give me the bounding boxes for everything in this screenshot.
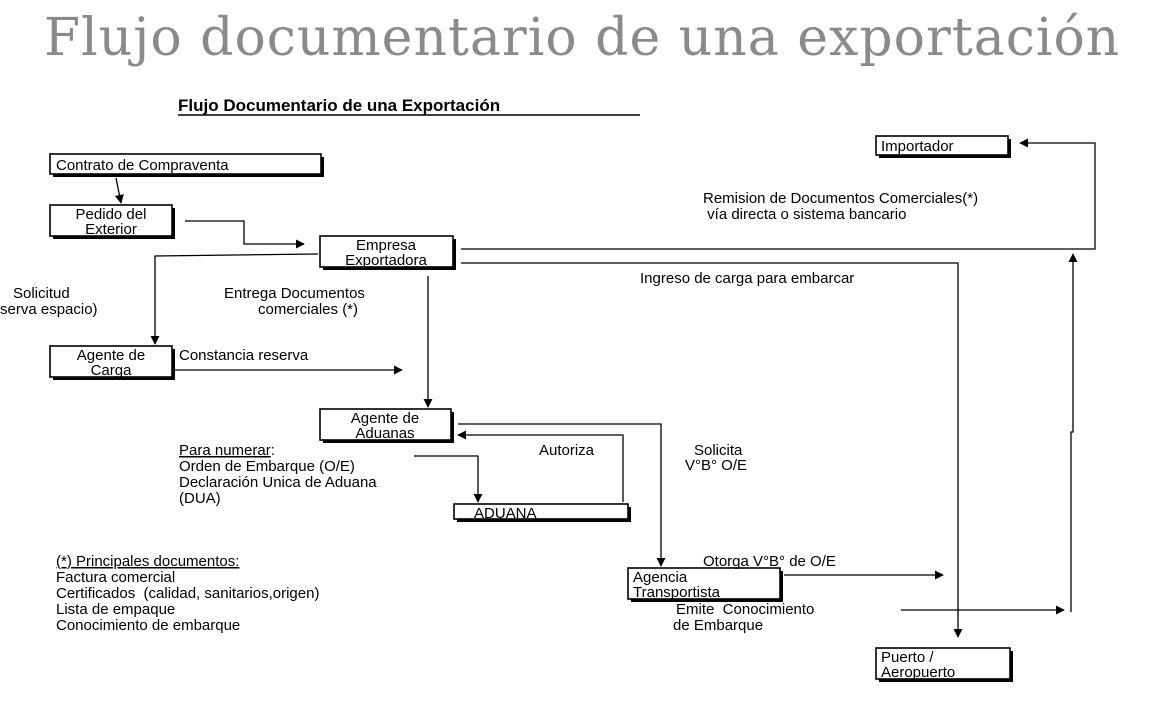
box-importador-label: Importador: [881, 138, 954, 155]
arrow-aduana-autoriza: [457, 430, 624, 502]
diagram-title: Flujo Documentario de una Exportación: [178, 96, 500, 115]
arrow-aduanas-to-agencia: [458, 423, 666, 567]
box-contrato: Contrato de Compraventa: [49, 153, 324, 177]
principales-item: Certificados (calidad, sanitarios,origen…: [56, 585, 319, 602]
box-pedido-label-2: Exterior: [85, 221, 137, 238]
arrow-empresa-to-agente-carga: [150, 253, 319, 345]
box-agente-carga-label-1: Agente de: [77, 347, 145, 364]
label-emite-1: Emite Conocimiento: [676, 601, 814, 618]
arrow-aduanas-to-aduana: [414, 455, 483, 503]
box-agencia-label-1: Agencia: [633, 569, 688, 586]
box-agencia: Agencia Transportista: [627, 567, 783, 602]
box-agente-aduanas: Agente de Aduanas: [319, 408, 454, 443]
arrow-empresa-to-puerto: [461, 262, 963, 638]
box-agente-aduanas-label-1: Agente de: [351, 410, 419, 427]
label-emite-2: de Embarque: [673, 617, 763, 634]
slide-title: Flujo documentario de una exportación: [44, 8, 1121, 68]
box-contrato-label: Contrato de Compraventa: [56, 157, 229, 174]
para-numerar-item: (DUA): [179, 490, 221, 507]
box-agencia-label-2: Transportista: [633, 584, 721, 601]
label-solicita-1: Solicita: [694, 442, 743, 459]
label-solicita-2: V°B° O/E: [685, 457, 747, 474]
label-solicitud-2: serva espacio): [0, 301, 98, 318]
box-empresa-label-2: Exportadora: [345, 252, 427, 269]
box-agente-carga: Agente de Carga: [49, 345, 175, 380]
box-empresa-label-1: Empresa: [356, 237, 417, 254]
arrow-return-up: [1068, 253, 1078, 612]
principales-item: Conocimiento de embarque: [56, 617, 240, 634]
box-agente-carga-label-2: Carga: [91, 362, 133, 379]
label-autoriza: Autoriza: [539, 442, 595, 459]
label-remision-2: vía directa o sistema bancario: [703, 206, 906, 223]
label-remision-1: Remision de Documentos Comerciales(*): [703, 190, 978, 207]
arrow-empresa-to-importador: [461, 138, 1096, 250]
arrow-contrato-to-pedido: [114, 177, 124, 204]
label-otorga-vb: Otorga V°B° de O/E: [703, 553, 836, 570]
box-puerto-label-1: Puerto /: [881, 649, 934, 666]
para-numerar-item: Orden de Embarque (O/E): [179, 458, 355, 475]
label-entrega-1: Entrega Documentos: [224, 285, 365, 302]
box-puerto: Puerto / Aeropuerto: [875, 647, 1013, 682]
para-numerar-heading: Para numerar:: [179, 442, 275, 459]
box-aduana-label: ADUANA: [474, 505, 537, 522]
box-pedido: Pedido del Exterior: [49, 204, 175, 239]
box-empresa: Empresa Exportadora: [319, 235, 456, 270]
principales-item: Factura comercial: [56, 569, 175, 586]
box-aduana: ADUANA: [453, 503, 631, 522]
label-constancia-reserva: Constancia reserva: [179, 347, 309, 364]
box-agente-aduanas-label-2: Aduanas: [355, 425, 414, 442]
para-numerar-heading-suffix: :: [271, 442, 275, 459]
principales-heading: (*) Principales documentos:: [56, 553, 239, 570]
label-solicitud-1: Solicitud: [13, 285, 70, 302]
para-numerar-heading-text: Para numerar: [179, 442, 271, 459]
label-entrega-2: comerciales (*): [258, 301, 358, 318]
box-puerto-label-2: Aeropuerto: [881, 664, 955, 681]
box-importador: Importador: [875, 135, 1011, 158]
para-numerar-item: Declaración Unica de Aduana: [179, 474, 377, 491]
arrow-pedido-to-empresa: [185, 220, 305, 249]
label-ingreso-carga: Ingreso de carga para embarcar: [640, 270, 854, 287]
principales-item: Lista de empaque: [56, 601, 175, 618]
box-pedido-label-1: Pedido del: [76, 206, 147, 223]
